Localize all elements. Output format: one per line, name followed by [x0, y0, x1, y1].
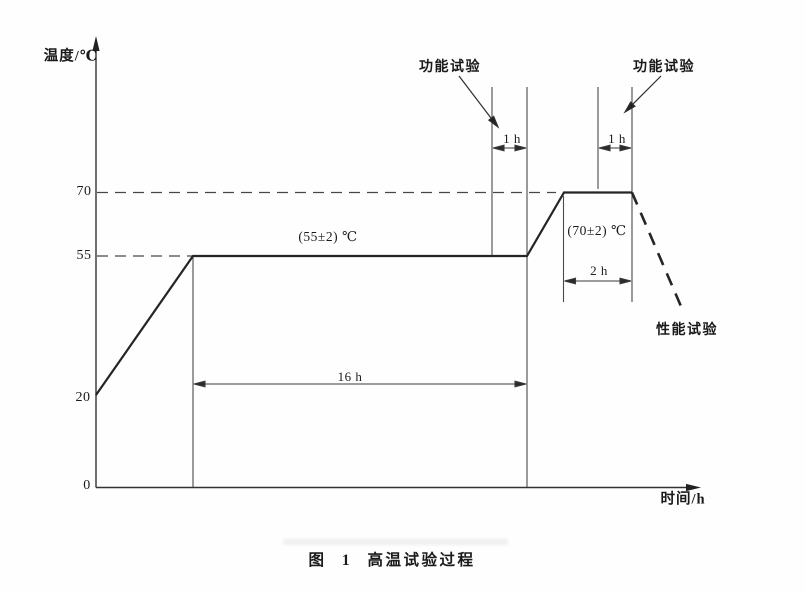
figure-caption: 图 1 高温试验过程	[308, 552, 476, 569]
hold-55-temp-label: (55±2) ℃	[298, 229, 358, 244]
scan-artifact	[283, 539, 508, 545]
x-axis-arrowhead-icon	[686, 483, 701, 492]
functional-test-callout-left: 功能试验	[419, 60, 481, 75]
y-axis-arrowhead-icon	[92, 36, 100, 51]
extension-lines	[192, 87, 633, 487]
dim-1h-left-label: 1 h	[503, 131, 521, 146]
y-tick-70: 70	[76, 184, 92, 199]
callout-leader-arrows	[458, 75, 662, 129]
y-tick-20: 20	[75, 390, 91, 405]
performance-test-callout: 性能试验	[656, 323, 718, 338]
dim-16h-label: 16 h	[337, 369, 363, 384]
hold-70-temp-label: (70±2) ℃	[567, 223, 627, 238]
x-axis-label: 时间/h	[660, 491, 706, 508]
functional-test-callout-right: 功能试验	[633, 60, 695, 75]
dim-1h-right-label: 1 h	[608, 131, 626, 146]
y-tick-55: 55	[76, 248, 92, 263]
dim-2h-label: 2 h	[590, 263, 608, 278]
temperature-curve	[95, 191, 632, 396]
dimension-arrows	[193, 144, 632, 388]
y-tick-0: 0	[83, 478, 91, 493]
cooldown-dashed-line	[630, 191, 685, 312]
y-axis-label: 温度/℃	[43, 48, 99, 65]
